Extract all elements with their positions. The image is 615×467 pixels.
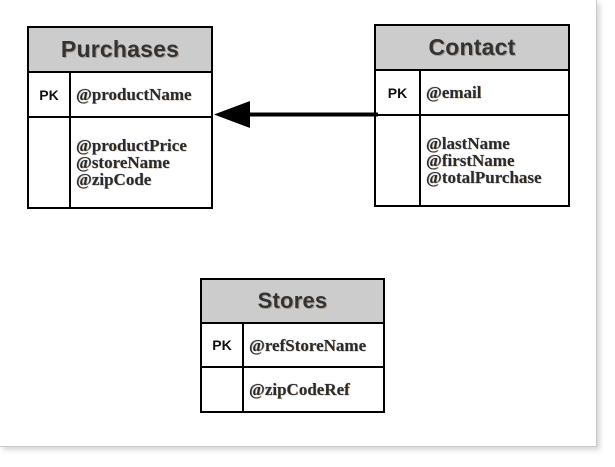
entity-stores-attr-key-spacer: [202, 368, 244, 411]
entity-contact-attribute-list: @lastName @firstName @totalPurchase: [421, 116, 568, 205]
entity-contact-primary-key: @email: [426, 83, 482, 102]
entity-purchases[interactable]: Purchases PK @productName @productPrice …: [27, 26, 213, 209]
entity-purchases-pk-label: PK: [29, 73, 71, 116]
entity-contact-attribute: @lastName: [426, 134, 510, 153]
entity-stores-pk-row: PK @refStoreName: [202, 324, 383, 368]
entity-contact-attribute: @firstName: [426, 151, 515, 170]
entity-stores-pk-cell: @refStoreName: [244, 324, 383, 366]
entity-stores-attribute-list: @zipCodeRef: [244, 368, 383, 411]
entity-purchases-pk-cell: @productName: [71, 73, 211, 116]
entity-purchases-attribute: @zipCode: [76, 170, 152, 189]
entity-purchases-title: Purchases: [29, 28, 211, 73]
entity-stores-pk-label: PK: [202, 324, 244, 366]
entity-stores-primary-key: @refStoreName: [249, 335, 367, 355]
entity-purchases-attribute-row: @productPrice @storeName @zipCode: [29, 118, 211, 207]
entity-purchases-attribute: @productPrice: [76, 136, 187, 155]
entity-contact-attr-key-spacer: [376, 116, 421, 205]
entity-contact-title: Contact: [376, 26, 568, 71]
entity-purchases-attribute-list: @productPrice @storeName @zipCode: [71, 118, 211, 207]
entity-contact[interactable]: Contact PK @email @lastName @firstName @…: [374, 24, 570, 207]
entity-stores-attribute: @zipCodeRef: [249, 380, 350, 399]
entity-contact-pk-row: PK @email: [376, 71, 568, 116]
entity-stores[interactable]: Stores PK @refStoreName @zipCodeRef: [200, 278, 385, 413]
entity-purchases-primary-key: @productName: [76, 85, 192, 104]
entity-purchases-attr-key-spacer: [29, 118, 71, 207]
entity-contact-attribute-row: @lastName @firstName @totalPurchase: [376, 116, 568, 205]
entity-purchases-attribute: @storeName: [76, 153, 170, 172]
entity-stores-title: Stores: [202, 280, 383, 324]
relationship-arrowhead-icon: [214, 101, 250, 128]
entity-contact-pk-label: PK: [376, 71, 421, 114]
entity-contact-attribute: @totalPurchase: [426, 168, 542, 187]
relationship-arrow-contact-to-purchases[interactable]: [210, 100, 378, 130]
entity-purchases-pk-row: PK @productName: [29, 73, 211, 118]
entity-stores-attribute-row: @zipCodeRef: [202, 368, 383, 411]
entity-contact-pk-cell: @email: [421, 71, 568, 114]
